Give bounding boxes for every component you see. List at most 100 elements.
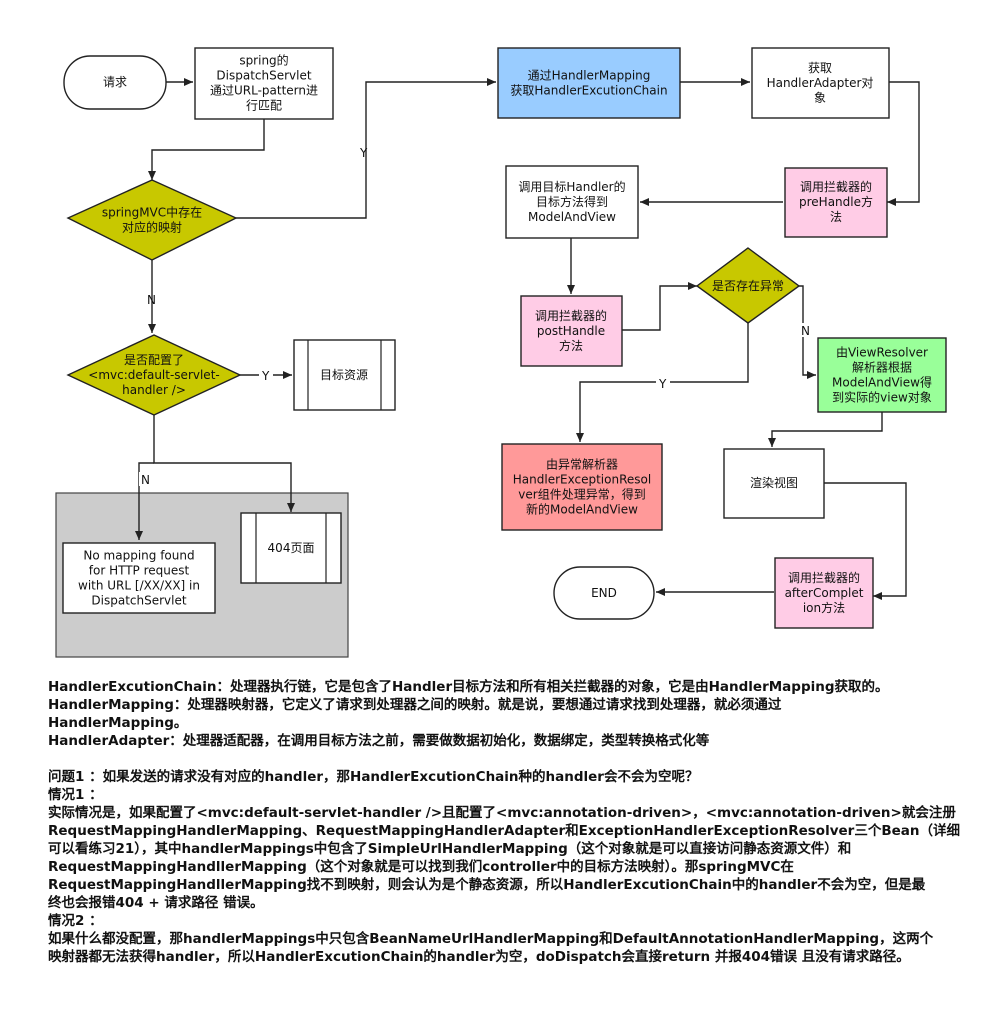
note-line: 实际情况是，如果配置了<mvc:default-servlet-handler … [48,805,956,821]
node-label-line: 由ViewResolver [836,346,928,360]
node-label-line: 由异常解析器 [546,458,618,472]
svg-text:是否配置了<mvc:default-servlet-hand: 是否配置了<mvc:default-servlet-handler /> [88,353,219,397]
node-label-line: 获取 [808,61,832,75]
node-label-line: 对应的映射 [122,220,182,235]
svg-text:目标资源: 目标资源 [320,368,368,382]
node-label-line: 目标方法得到 [536,194,608,209]
note-line: RequestMappingHandllerMapping（这个对象就是可以找到… [48,859,794,875]
node-label-line: springMVC中存在 [102,205,202,220]
label-exception-no: N [801,324,810,338]
label-mapping-yes: Y [359,146,368,160]
node-label-line: ModelAndView得 [832,375,932,390]
node-label-line: 法 [830,210,842,224]
node-label-line: END [591,586,617,600]
explanation-notes: HandlerExcutionChain：处理器执行链，它是包含了Handler… [48,678,973,966]
node-label-line: 新的ModelAndView [526,502,638,517]
node-label-line: No mapping found [83,549,194,563]
note-line: 情况1 ： [48,787,103,803]
node-label-line: ver组件处理异常，得到 [518,487,645,502]
node-label-line: spring的 [239,53,288,68]
note-line: 情况2 ： [48,913,103,929]
note-line: RequestMappingHandlerMapping、RequestMapp… [48,823,960,839]
note-line: HandlerMapping。 [48,715,188,731]
note-line: HandlerAdapter：处理器适配器，在调用目标方法之前，需要做数据初始化… [48,733,710,749]
node-label-line: 是否配置了 [124,353,184,367]
node-label-line: 解析器根据 [852,361,912,375]
node-label-line: 到实际的view对象 [832,390,932,405]
note-line: 如果什么都没配置，那handlerMappings中只包含BeanNameUrl… [48,931,934,947]
edge-adapter-to-prehandle [887,81,920,206]
node-label-line: HandlerAdapter对 [767,76,874,90]
node-404-page: 404页面 [240,512,342,584]
note-line: RequestMappingHandllerMapping找不到映射，则会认为是… [48,877,926,893]
node-label-line: HandlerExceptionResol [513,473,651,487]
node-label-line: DispatchServlet [216,69,311,83]
node-label-line: 象 [814,91,826,105]
note-line: 映射器都无法获得handler，所以HandlerExcutionChain的h… [48,949,910,965]
edge-mapping-yes [236,78,496,219]
label-default-no: N [141,473,150,487]
edge-default-no-to-404 [153,415,295,512]
note-line: HandlerMapping：处理器映射器，它定义了请求到处理器之间的映射。就是… [48,697,782,713]
svg-text:springMVC中存在对应的映射: springMVC中存在对应的映射 [102,205,202,235]
label-exception-yes: Y [658,377,667,391]
node-label-line: for HTTP request [89,564,190,578]
node-label-line: 行匹配 [246,99,282,113]
node-label-line: 调用目标Handler的 [518,179,625,194]
node-render-view: 渲染视图 [723,448,825,519]
node-label-line: preHandle方 [799,194,873,209]
node-label-line: with URL [/XX/XX] in [78,579,200,593]
node-label-line: 是否存在异常 [712,279,784,293]
node-label-line: 目标资源 [320,368,368,382]
edge-viewresolver-to-render [768,412,883,447]
note-line: 可以看练习21），其中handlerMappings中包含了SimpleUrlH… [48,841,852,857]
node-label-line: <mvc:default-servlet- [88,368,219,382]
node-default-servlet-handler: 是否配置了<mvc:default-servlet-handler /> [66,334,242,416]
node-label-line: ModelAndView [528,210,616,224]
node-label-line: 404页面 [268,541,315,555]
svg-text:END: END [591,586,617,600]
label-mapping-no: N [147,293,156,307]
edge-dispatch-to-mapping [148,119,265,180]
node-label-line: 通过URL-pattern进 [210,84,318,98]
node-label-line: 通过HandlerMapping [528,69,651,83]
svg-text:404页面: 404页面 [268,541,315,555]
svg-text:请求: 请求 [103,75,127,89]
node-label-line: 请求 [103,75,127,89]
node-label-line: 调用拦截器的 [800,179,872,194]
note-line: 问题1 ：如果发送的请求没有对应的handler，那HandlerExcutio… [48,769,699,785]
node-label-line: 获取HandlerExcutionChain [510,84,667,98]
node-label-line: 调用拦截器的 [535,308,607,323]
svg-text:渲染视图: 渲染视图 [750,475,798,490]
node-label-line: 渲染视图 [750,475,798,490]
node-springmvc-mapping: springMVC中存在对应的映射 [66,179,238,261]
node-target-resource: 目标资源 [293,339,396,411]
node-end: END [553,566,655,620]
node-label-line: afterComplet [785,586,864,600]
node-label-line: 调用拦截器的 [788,570,860,585]
node-label-line: postHandle [537,324,605,338]
note-line: HandlerExcutionChain：处理器执行链，它是包含了Handler… [48,679,889,695]
node-label-line: ion方法 [803,600,845,615]
node-label-line: handler /> [122,383,186,397]
svg-text:是否存在异常: 是否存在异常 [712,279,784,293]
